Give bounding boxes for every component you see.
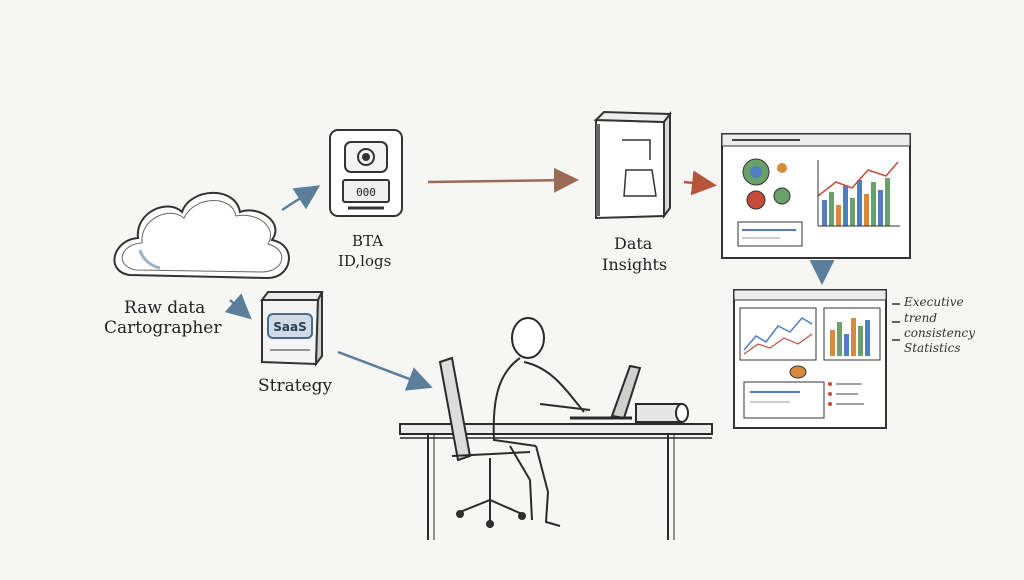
saas-caption: Strategy — [258, 376, 333, 396]
saas-badge: SaaS — [273, 320, 306, 334]
report-note-2: trend — [904, 311, 938, 325]
dashboard-screen-top — [721, 133, 911, 259]
cloud-icon — [113, 191, 290, 280]
saas-box-icon — [260, 291, 324, 368]
server-icon — [593, 110, 672, 220]
server-label-line2: Insights — [602, 255, 668, 274]
device-screen-readout: 000 — [356, 186, 376, 199]
dashboard-screen-bottom — [733, 289, 887, 429]
device-icon — [329, 129, 403, 217]
report-note-1: Executive — [904, 295, 964, 309]
cloud-label-line1: Raw data — [124, 298, 206, 318]
report-note-3: consistency — [904, 326, 975, 340]
arrow-cloud-to-device — [281, 185, 321, 212]
server-label-line1: Data — [614, 234, 653, 253]
arrow-cloud-to-saas — [224, 293, 252, 320]
report-note-4: Statistics — [904, 341, 961, 355]
arrow-server-to-dashboard — [683, 170, 717, 196]
report-note-bullets — [892, 303, 900, 341]
arrow-device-to-server — [427, 167, 579, 193]
arrow-saas-to-person — [337, 350, 433, 391]
dashboard-bar-chart — [822, 178, 890, 226]
person-at-desk-illustration — [399, 317, 713, 540]
device-label-line1: BTA — [352, 232, 384, 250]
cloud-label-line2: Cartographer — [104, 318, 222, 338]
device-label-line2: ID,logs — [338, 252, 392, 270]
